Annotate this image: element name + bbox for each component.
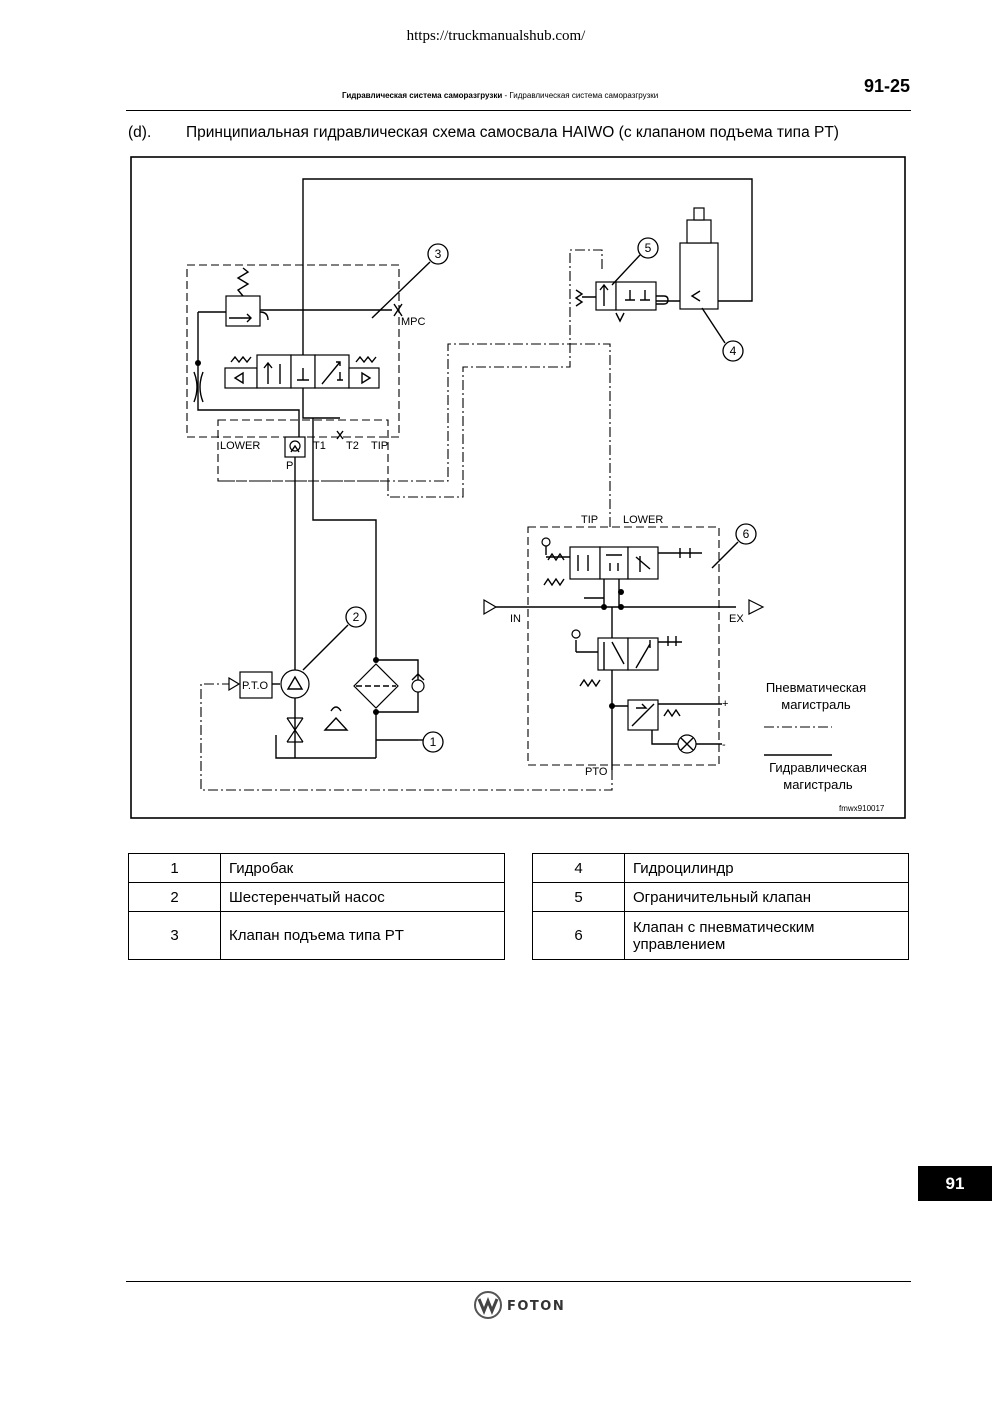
pump-group-2: P.T.O (228, 657, 425, 759)
hydraulic-line-cylinder-return (302, 178, 753, 355)
label-lower-left: LOWER (220, 440, 260, 452)
figure-id: fmwx910017 (839, 804, 885, 813)
svg-text:-: - (722, 739, 726, 751)
svg-text:6: 6 (743, 527, 750, 541)
table-row: 6 Клапан с пневматическим управлением (532, 911, 909, 960)
header-rule (126, 110, 911, 111)
part-name: Шестеренчатый насос (220, 882, 505, 912)
label-p: P (286, 460, 293, 472)
source-url: https://truckmanualshub.com/ (406, 28, 586, 44)
hydraulic-line-tank-return (375, 712, 418, 758)
label-pto-box: P.T.O (242, 680, 269, 692)
svg-text:+: + (722, 698, 728, 710)
running-header-title-rest: - Гидравлическая система саморазгрузки (502, 91, 659, 100)
part-name: Клапан с пневматическим управлением (624, 911, 909, 960)
part-name: Гидробак (220, 853, 505, 883)
table-row: 1 Гидробак (128, 853, 505, 883)
callout-2: 2 (302, 606, 367, 671)
part-number: 6 (532, 911, 625, 960)
pneumatic-line-2 (387, 249, 603, 498)
parts-table-right: 4 Гидроцилиндр 5 Ограничительный клапан … (532, 853, 909, 960)
lift-valve-3: LOWER P T1 T2 TIP MPC (186, 264, 426, 482)
legend-hydraulic-line2: магистраль (783, 777, 853, 792)
legend-pneumatic-line2: магистраль (781, 697, 851, 712)
part-name: Гидроцилиндр (624, 853, 909, 883)
running-header-title-bold: Гидравлическая система саморазгрузки (342, 91, 503, 100)
foton-emblem-icon (477, 1296, 499, 1315)
running-header-title: Гидравлическая система саморазгрузки - Г… (342, 91, 658, 100)
svg-text:2: 2 (353, 610, 360, 624)
footer-rule (126, 1281, 911, 1282)
label-tip-left: TIP (371, 440, 388, 452)
table-row: 4 Гидроцилиндр (532, 853, 909, 883)
pneumatic-line-pto (200, 683, 613, 791)
callout-4: 4 (701, 307, 744, 362)
part-number: 1 (128, 853, 221, 883)
label-pto: PTO (585, 766, 608, 778)
legend-pneumatic-line1: Пневматическая (766, 680, 866, 695)
figure-frame (130, 156, 906, 819)
label-lower-valve: LOWER (623, 514, 663, 526)
svg-text:4: 4 (730, 344, 737, 358)
caption-label: (d). (128, 124, 152, 141)
pneumatic-line-1 (218, 343, 611, 528)
parts-table-left: 1 Гидробак 2 Шестеренчатый насос 3 Клапа… (128, 853, 505, 960)
line-legend: Пневматическая магистраль Гидравлическая… (764, 680, 867, 792)
table-row: 2 Шестеренчатый насос (128, 882, 505, 912)
label-t1: T1 (313, 440, 326, 452)
legend-hydraulic-line1: Гидравлическая (769, 760, 867, 775)
part-name: Клапан подъема типа PT (220, 911, 505, 960)
pneumatic-valve-6: + - TIP LOWER IN EX PTO (483, 514, 765, 778)
svg-text:5: 5 (645, 241, 652, 255)
hydraulic-line-filter (312, 418, 377, 660)
hydraulic-cylinder-4 (656, 207, 719, 310)
callout-3: 3 (371, 243, 449, 319)
page-number: 91-25 (863, 76, 910, 96)
callout-5: 5 (611, 237, 659, 286)
foton-logo: FOTON (474, 1291, 565, 1319)
hydraulic-schematic: .hy { fill: none; stroke: #000; stroke-w… (130, 156, 906, 819)
limiter-valve-5 (574, 281, 669, 323)
brand-name: FOTON (507, 1299, 565, 1314)
table-row: 5 Ограничительный клапан (532, 882, 909, 912)
part-number: 5 (532, 882, 625, 912)
part-number: 4 (532, 853, 625, 883)
part-number: 3 (128, 911, 221, 960)
chapter-side-tab: 91 (918, 1166, 992, 1201)
label-mpc: MPC (401, 316, 426, 328)
part-name: Ограничительный клапан (624, 882, 909, 912)
svg-text:1: 1 (430, 735, 437, 749)
part-number: 2 (128, 882, 221, 912)
label-tip-valve: TIP (581, 514, 598, 526)
table-row: 3 Клапан подъема типа PT (128, 911, 505, 960)
label-in: IN (510, 613, 521, 625)
caption-text: Принципиальная гидравлическая схема само… (186, 124, 839, 141)
svg-text:3: 3 (435, 247, 442, 261)
label-ex: EX (729, 613, 744, 625)
callout-1: 1 (418, 731, 444, 753)
callout-6: 6 (711, 523, 757, 569)
label-t2: T2 (346, 440, 359, 452)
